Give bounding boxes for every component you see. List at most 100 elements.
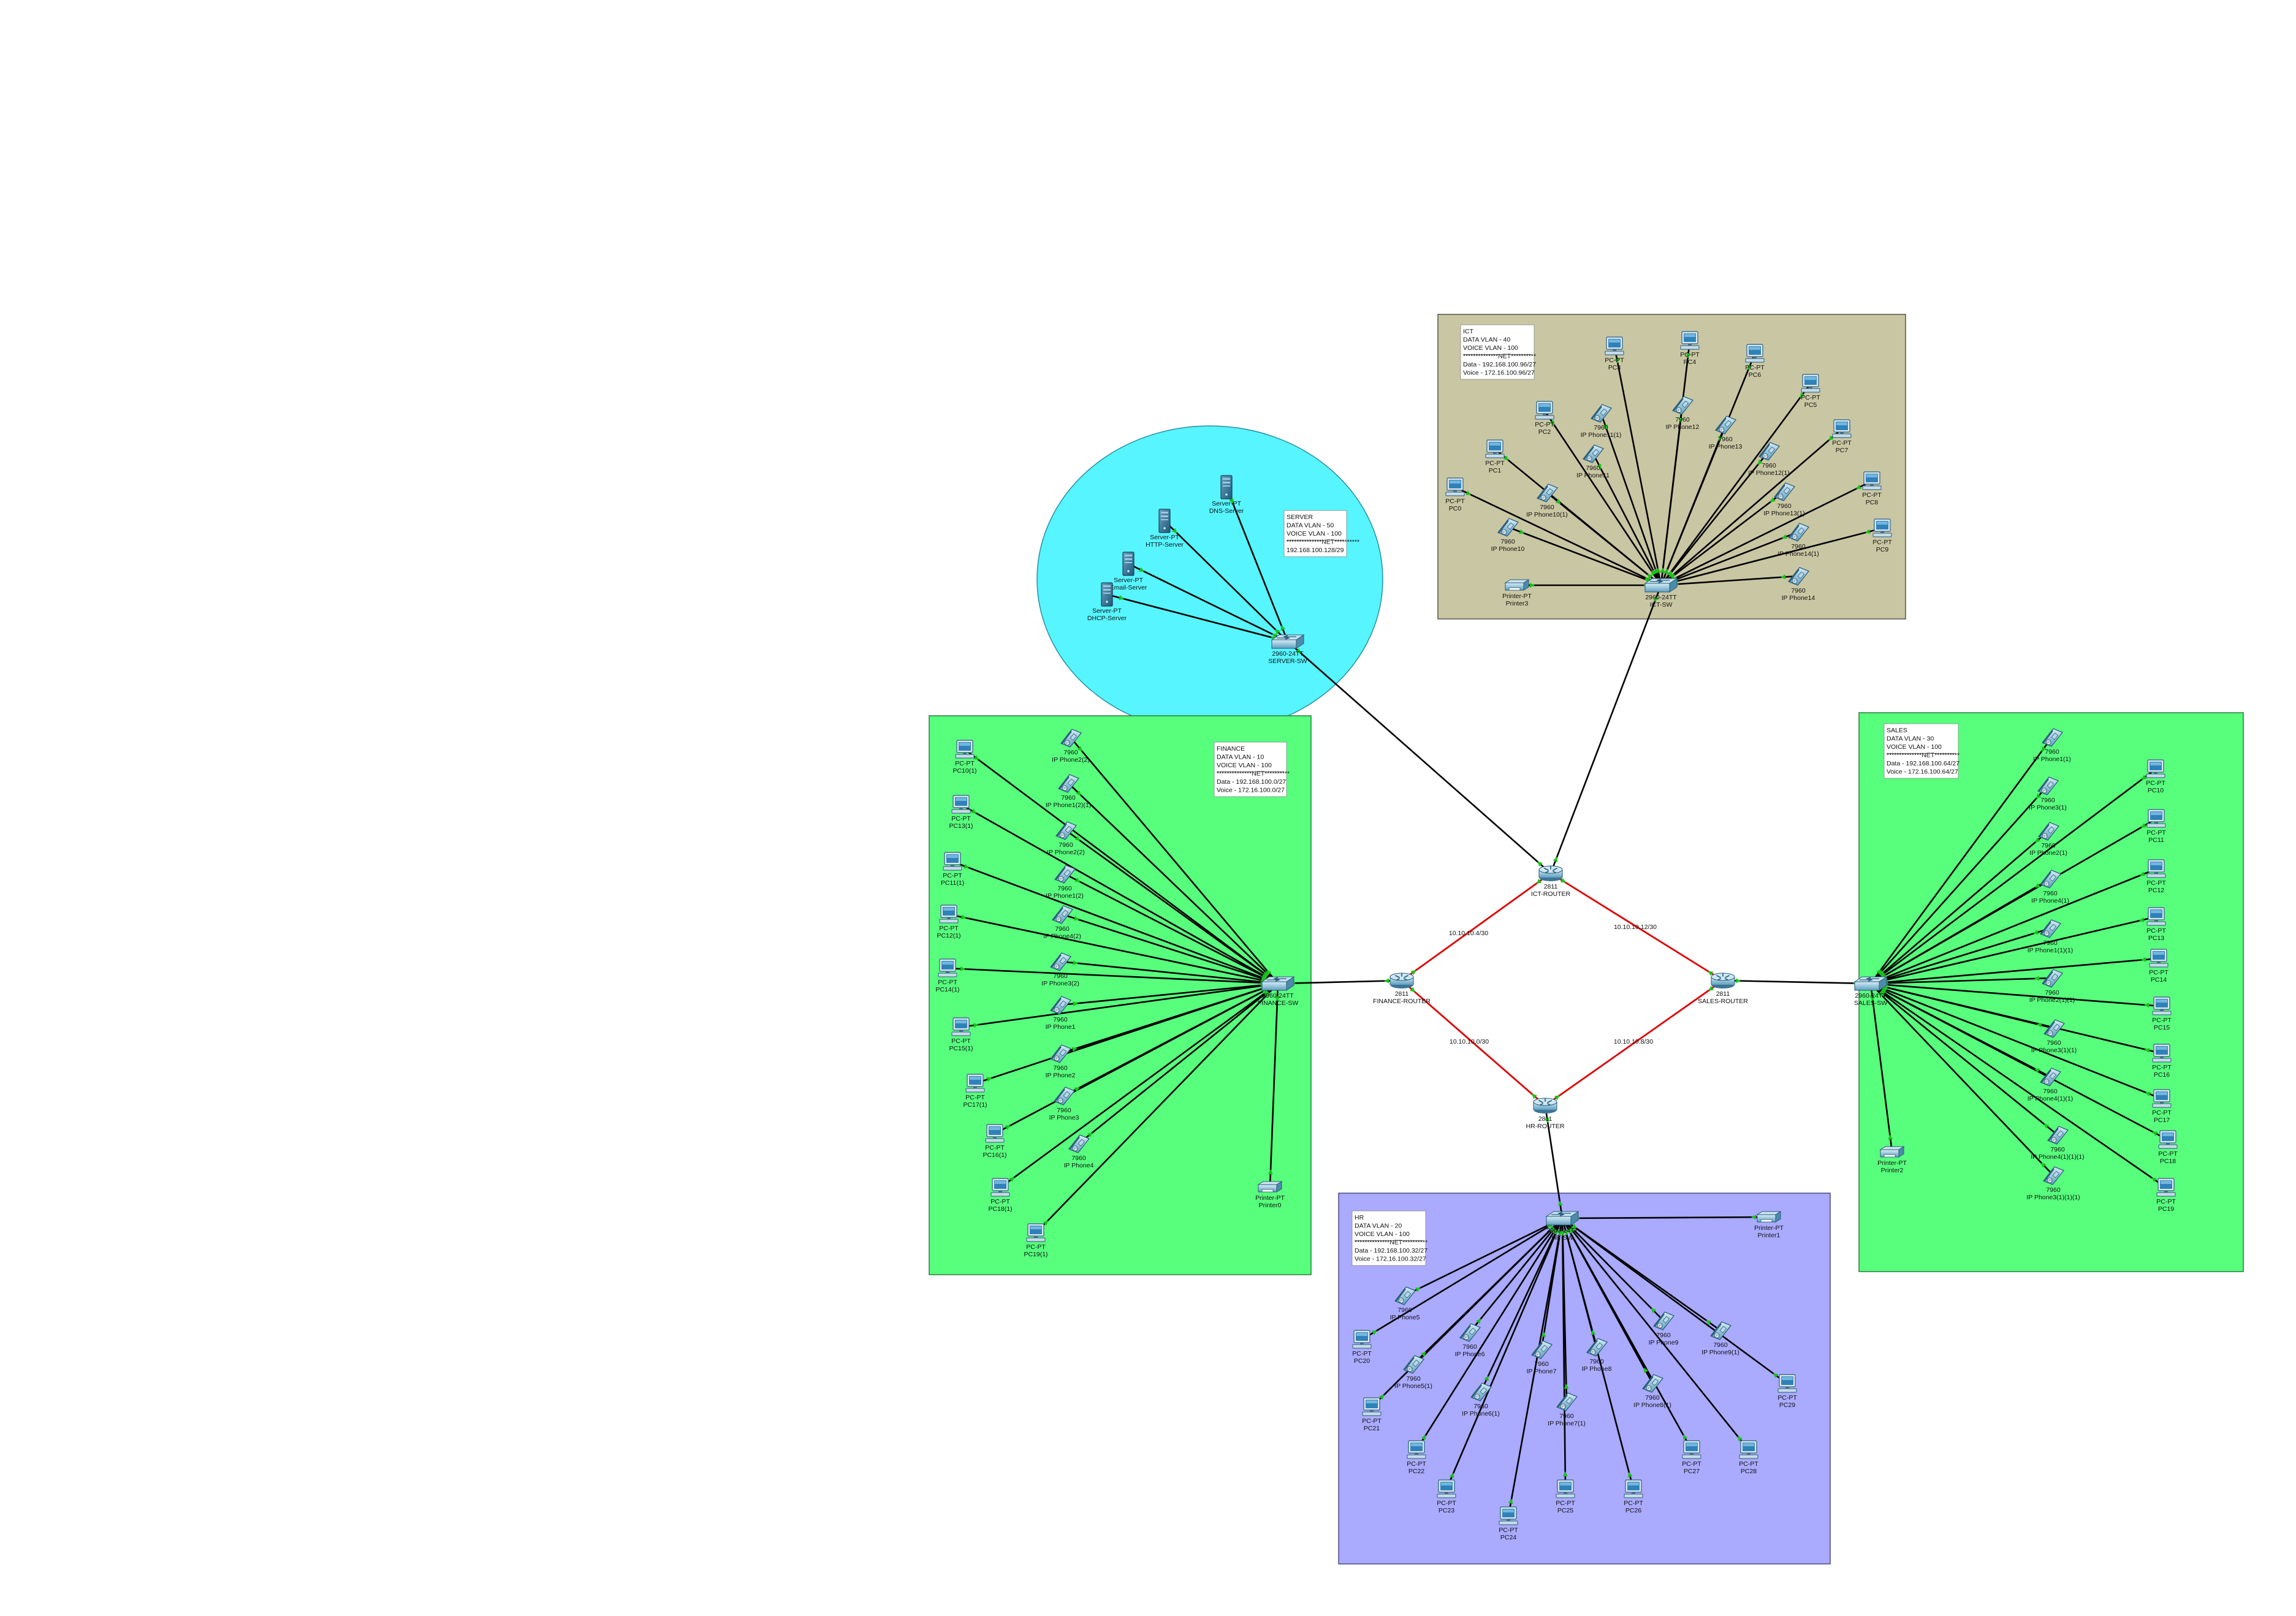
ethernet-link[interactable] [1870, 982, 2162, 1055]
ethernet-link[interactable] [1060, 960, 1279, 985]
ethernet-link[interactable] [1106, 593, 1288, 643]
ethernet-link[interactable] [1543, 410, 1662, 586]
ethernet-link[interactable] [1060, 982, 1279, 1055]
ethernet-link[interactable] [960, 982, 1279, 1028]
ethernet-link[interactable] [1164, 520, 1288, 642]
ethernet-link[interactable] [1660, 480, 1872, 586]
ethernet-link[interactable] [1660, 575, 1799, 586]
serial-link[interactable] [1550, 872, 1724, 982]
ethernet-link[interactable] [1870, 983, 2054, 1176]
ethernet-link[interactable] [1060, 982, 1279, 1006]
ethernet-link[interactable] [1000, 982, 1279, 1189]
ethernet-link[interactable] [1660, 531, 1799, 586]
ethernet-link[interactable] [1870, 982, 2167, 1189]
ethernet-link[interactable] [1869, 983, 1893, 1153]
ethernet-link[interactable] [1128, 563, 1288, 643]
ethernet-link[interactable] [1722, 979, 1871, 985]
ethernet-link[interactable] [1062, 913, 1279, 985]
ethernet-link[interactable] [1870, 868, 2157, 985]
serial-link[interactable] [1401, 872, 1551, 982]
ethernet-link[interactable] [1277, 979, 1402, 985]
ethernet-link[interactable] [1870, 817, 2157, 985]
ethernet-link[interactable] [1078, 982, 1279, 1145]
ethernet-link[interactable] [1870, 982, 2162, 1100]
ethernet-link[interactable] [1371, 1218, 1563, 1408]
ethernet-link[interactable] [1561, 1218, 1693, 1451]
ethernet-link[interactable] [1287, 641, 1551, 874]
ethernet-link[interactable] [1469, 1218, 1564, 1333]
ethernet-link[interactable] [1660, 490, 1785, 586]
ethernet-link[interactable] [964, 748, 1279, 985]
ethernet-link[interactable] [1562, 1218, 1664, 1321]
ethernet-link[interactable] [1660, 428, 1842, 586]
ethernet-link[interactable] [1549, 585, 1662, 874]
ethernet-link[interactable] [1562, 1217, 1788, 1385]
ethernet-link[interactable] [1870, 927, 2051, 985]
ethernet-link[interactable] [1035, 983, 1279, 1234]
ethernet-link[interactable] [948, 913, 1279, 985]
ethernet-link[interactable] [1064, 873, 1279, 985]
ethernet-link[interactable] [952, 860, 1279, 985]
ethernet-link[interactable] [1454, 486, 1662, 586]
ethernet-link[interactable] [1063, 982, 1279, 1097]
ethernet-link[interactable] [1870, 982, 2162, 1007]
ethernet-link[interactable] [1269, 983, 1279, 1188]
